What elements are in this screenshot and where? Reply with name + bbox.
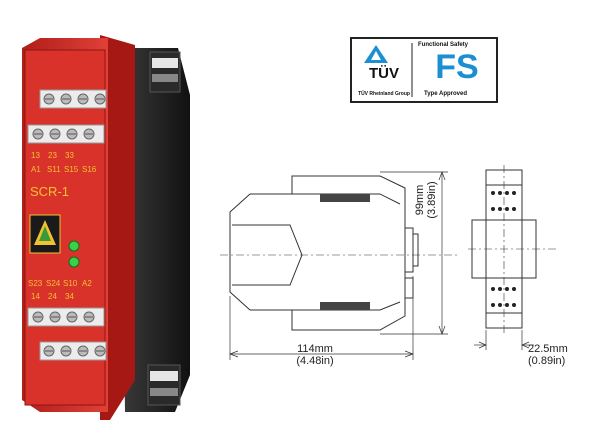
side-grip-top — [320, 194, 370, 202]
fs-logo-text: FS — [435, 48, 479, 86]
relay-side — [100, 35, 135, 420]
relay-rear-housing — [120, 48, 190, 412]
tuv-text: TÜV — [369, 65, 399, 82]
terminal-label: 14 — [31, 292, 40, 301]
front-view-drawing — [468, 165, 558, 350]
terminal-label: 24 — [48, 292, 57, 301]
relay-photo: 13 23 33 A1 S11 S15 S16 SCR-1 S23 S24 S1… — [22, 35, 190, 420]
terminal-label: S15 — [64, 165, 79, 174]
depth-dimension — [229, 276, 414, 360]
terminal-label: 13 — [31, 151, 40, 160]
depth-in-label: (4.48in) — [296, 355, 334, 367]
terminal-label: S16 — [82, 165, 97, 174]
terminal-label: 33 — [65, 151, 74, 160]
width-dimension — [474, 330, 534, 350]
functional-safety-text: Functional Safety — [418, 42, 469, 48]
terminal-label: S10 — [63, 279, 78, 288]
height-dimension — [380, 171, 448, 335]
top-terminal-labels: 13 23 33 A1 S11 S15 S16 — [31, 151, 97, 174]
terminal-label: A1 — [31, 165, 41, 174]
height-in-label: (3.89in) — [426, 181, 438, 219]
width-mm-label: 22.5mm — [528, 343, 568, 355]
type-approved-text: Type Approved — [424, 91, 468, 97]
front-terminals-top — [491, 191, 516, 211]
depth-mm-label: 114mm — [297, 343, 333, 355]
bottom-terminal-labels: S23 S24 S10 A2 14 24 34 — [28, 279, 92, 301]
front-terminals-bottom — [491, 287, 516, 307]
terminal-label: 23 — [48, 151, 57, 160]
led-power-icon — [68, 240, 80, 252]
terminal-label: S24 — [46, 279, 61, 288]
certification-badge: TÜV TÜV Rheinland Group Functional Safet… — [350, 37, 498, 103]
bottom-terminal-screws — [27, 307, 107, 361]
terminal-label: 34 — [65, 292, 74, 301]
side-view-drawing — [220, 171, 460, 360]
terminal-label: A2 — [82, 279, 92, 288]
top-terminal-screws — [27, 89, 107, 144]
width-in-label: (0.89in) — [528, 355, 566, 367]
side-grip-bottom — [320, 302, 370, 310]
terminal-label: S11 — [47, 165, 61, 174]
relay-model-label: SCR-1 — [30, 184, 69, 199]
tuv-group-text: TÜV Rheinland Group — [358, 91, 410, 97]
terminal-label: S23 — [28, 279, 43, 288]
led-status-icon — [68, 256, 80, 268]
side-outline — [229, 175, 406, 331]
